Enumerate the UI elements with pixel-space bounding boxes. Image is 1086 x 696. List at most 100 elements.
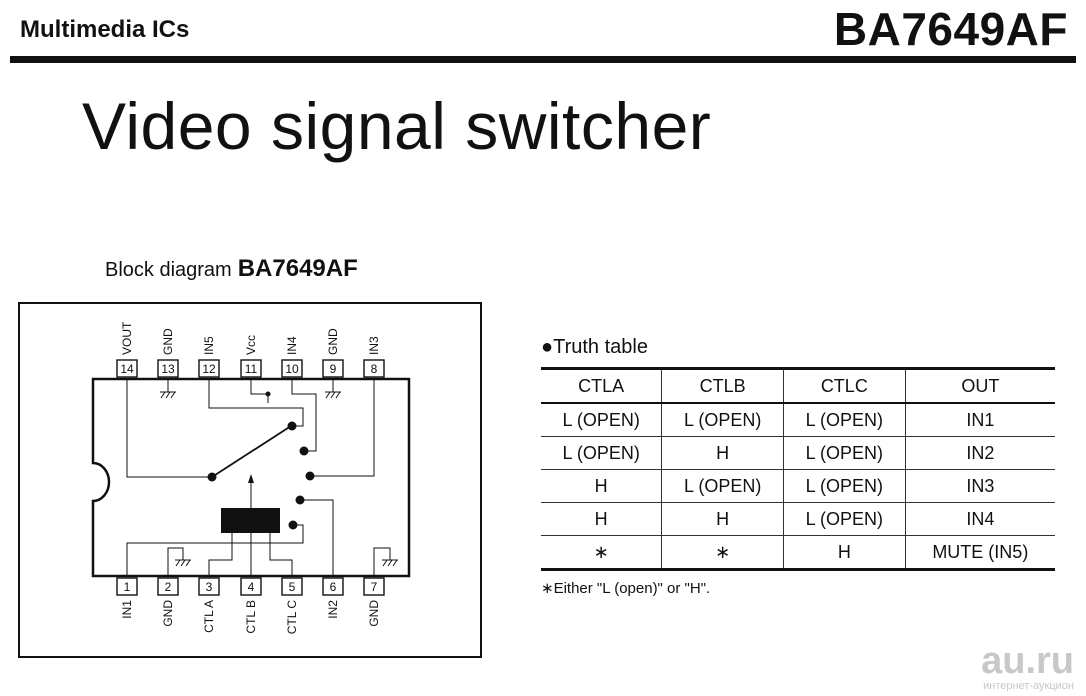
- table-cell: L (OPEN): [541, 436, 663, 470]
- table-cell: L (OPEN): [783, 403, 906, 437]
- ic-pin: 10 IN4: [281, 336, 303, 378]
- ic-body: [91, 377, 411, 578]
- pin-label: IN4: [285, 336, 299, 355]
- header-ctla: CTLA: [541, 368, 663, 403]
- table-cell: L (OPEN): [783, 469, 906, 503]
- page-title: Video signal switcher: [82, 89, 712, 163]
- header-ctlc: CTLC: [783, 368, 906, 403]
- vcc-junction-dot: [265, 391, 271, 397]
- truth-table-footnote: ∗Either "L (open)" or "H".: [541, 580, 711, 597]
- control-arrow: [248, 474, 254, 483]
- truth-table-header-row: CTLA CTLB CTLC OUT: [541, 368, 1055, 403]
- pin-box: [363, 359, 385, 378]
- truth-table: CTLA CTLB CTLC OUT L (OPEN) L (OPEN) L (…: [541, 367, 1055, 571]
- pin-number: 13: [161, 362, 175, 376]
- part-number-heading: BA7649AF: [833, 3, 1068, 55]
- header-ctlb: CTLB: [661, 368, 784, 403]
- table-cell: MUTE (IN5): [904, 535, 1055, 570]
- pin-number: 5: [289, 580, 296, 594]
- pin-number: 11: [245, 362, 258, 376]
- pin-label: Vcc: [244, 335, 258, 355]
- table-row: L (OPEN) H L (OPEN) IN2: [541, 436, 1055, 470]
- table-row: L (OPEN) L (OPEN) L (OPEN) IN1: [541, 403, 1055, 437]
- pin-label: GND: [161, 328, 175, 355]
- pin-label: CTL C: [285, 600, 299, 635]
- table-cell: H: [661, 436, 784, 470]
- table-cell: H: [541, 469, 663, 503]
- header-out: OUT: [904, 368, 1055, 403]
- pin-label: CTL A: [202, 600, 216, 633]
- table-cell: L (OPEN): [783, 502, 906, 536]
- truth-table-title-text: Truth table: [553, 336, 648, 358]
- pin-number: 9: [330, 362, 337, 376]
- table-cell: IN1: [904, 403, 1055, 437]
- pin-number: 3: [206, 580, 213, 594]
- pin-box: [240, 577, 262, 596]
- pin-label: GND: [367, 600, 381, 627]
- watermark-tagline: интернет-аукцион: [983, 680, 1074, 692]
- table-cell: H: [541, 502, 663, 536]
- pin-label: IN1: [120, 600, 134, 619]
- table-cell: ∗: [661, 535, 784, 570]
- truth-table-title: ●Truth table: [541, 336, 648, 358]
- ic-pin: 13 GND: [157, 328, 179, 378]
- pin-box: [157, 577, 179, 596]
- pin-number: 12: [202, 362, 216, 376]
- pin-number: 10: [285, 362, 299, 376]
- table-row: H H L (OPEN) IN4: [541, 502, 1055, 536]
- ic-pin: 11 Vcc: [240, 335, 262, 378]
- pin-number: 6: [330, 580, 337, 594]
- pin-label: VOUT: [120, 321, 134, 355]
- header-rule: [10, 56, 1076, 63]
- ic-pin: 12 IN5: [198, 336, 220, 378]
- pin-number: 8: [371, 362, 378, 376]
- pin-box: [322, 359, 344, 378]
- pin-label: IN3: [367, 336, 381, 355]
- ic-pin: 14 VOUT: [116, 321, 138, 378]
- table-cell: H: [783, 535, 906, 570]
- pin-box: [240, 359, 262, 378]
- block-diagram-frame: [18, 302, 482, 658]
- pin-label: CTL B: [244, 600, 258, 634]
- switch-contacts: [207, 421, 315, 530]
- block-diagram-part: BA7649AF: [237, 255, 358, 282]
- block-diagram-caption-text: Block diagram: [105, 259, 232, 281]
- pin-box: [322, 577, 344, 596]
- table-cell: IN2: [904, 436, 1055, 470]
- ic-pin: 8 IN3: [363, 336, 385, 378]
- pin-number: 4: [248, 580, 255, 594]
- pin-box: [116, 577, 138, 596]
- pin-box: [157, 359, 179, 378]
- pin-box: [363, 577, 385, 596]
- pin-label: IN5: [202, 336, 216, 355]
- table-row: H L (OPEN) L (OPEN) IN3: [541, 469, 1055, 503]
- table-cell: L (OPEN): [661, 403, 784, 437]
- control-logic-block: [221, 508, 280, 533]
- table-row: ∗ ∗ H MUTE (IN5): [541, 535, 1055, 570]
- table-cell: L (OPEN): [783, 436, 906, 470]
- watermark-site: au.ru: [981, 640, 1074, 682]
- pin-box: [281, 359, 303, 378]
- table-cell: L (OPEN): [541, 403, 663, 437]
- pin-label: IN2: [326, 600, 340, 619]
- pin-number: 14: [120, 362, 134, 376]
- table-cell: L (OPEN): [661, 469, 784, 503]
- internal-wiring: [126, 379, 391, 576]
- pin-box: [281, 577, 303, 596]
- pin-number: 7: [371, 580, 378, 594]
- pin-number: 1: [124, 580, 131, 594]
- ground-symbols: [160, 391, 398, 567]
- top-pins: 14 VOUT 13 GND 12 IN5 11 Vcc 10 IN4 9 GND 8 IN3: [116, 321, 385, 378]
- pin-number: 2: [165, 580, 172, 594]
- table-cell: ∗: [541, 535, 663, 570]
